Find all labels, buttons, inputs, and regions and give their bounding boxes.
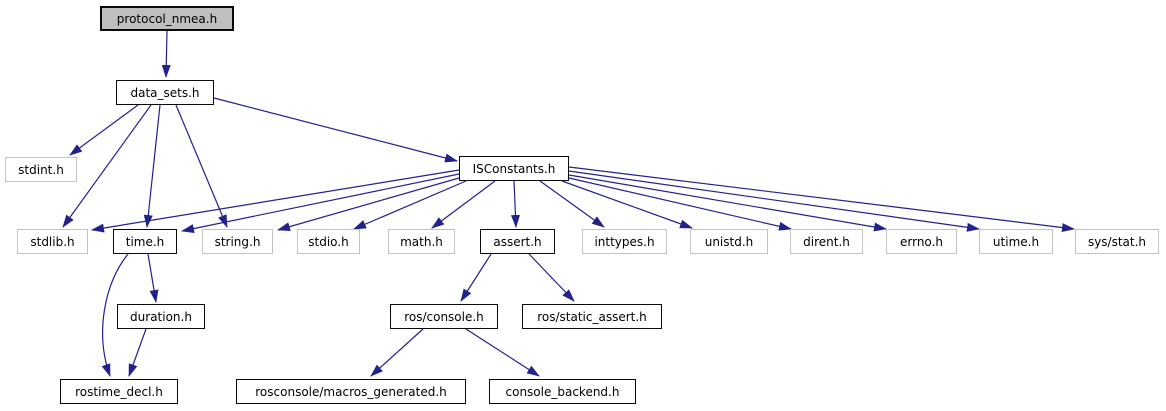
node-isconstants-h[interactable]: ISConstants.h [459,156,569,181]
edge-data-sets-h-to-stdint-h [69,104,139,156]
node-unistd-h: unistd.h [690,229,768,254]
node-errno-h: errno.h [886,229,957,254]
edge-duration-h-to-rostime-decl-h [128,328,147,377]
node-utime-h: utime.h [979,229,1053,254]
node-math-h: math.h [388,229,455,254]
edge-isconstants-h-to-dirent-h [568,177,792,231]
edge-time-h-to-duration-h [147,253,159,303]
edge-assert-h-to-ros-console-h [460,253,492,302]
edge-ros-console-h-to-rosconsole-macros-generated-h [370,328,424,377]
node-stdlib-h: stdlib.h [17,229,88,254]
edge-isconstants-h-to-assert-h [510,180,520,228]
node-string-h: string.h [202,229,273,254]
edge-time-h-to-rostime-decl-h [101,253,129,377]
edge-protocol-nmea-h-to-data-sets-h [161,30,171,78]
edge-isconstants-h-to-inttypes-h [539,180,605,228]
node-assert-h[interactable]: assert.h [480,229,555,254]
edge-data-sets-h-to-isconstants-h [213,97,458,163]
node-rostime-decl-h[interactable]: rostime_decl.h [60,379,178,404]
node-sys-stat-h: sys/stat.h [1075,229,1159,254]
edge-isconstants-h-to-stdio-h [353,180,467,230]
edge-assert-h-to-ros-static-assert-h [528,253,575,302]
node-duration-h[interactable]: duration.h [117,304,205,329]
edge-isconstants-h-to-time-h [181,173,460,233]
edge-isconstants-h-to-errno-h [568,174,887,232]
edge-data-sets-h-to-stdlib-h [62,104,152,228]
node-protocol-nmea-h: protocol_nmea.h [100,6,234,31]
edge-ros-console-h-to-console-backend-h [465,328,540,377]
node-ros-static-assert-h[interactable]: ros/static_assert.h [522,304,662,329]
edge-isconstants-h-to-string-h [277,177,460,232]
edge-isconstants-h-to-math-h [431,180,496,229]
edge-isconstants-h-to-utime-h [568,170,980,232]
node-inttypes-h: inttypes.h [582,229,667,254]
edge-isconstants-h-to-unistd-h [561,180,693,229]
node-rosconsole-macros-generated-h[interactable]: rosconsole/macros_generated.h [236,379,466,404]
edge-isconstants-h-to-stdlib-h [91,169,460,233]
node-stdint-h: stdint.h [5,157,77,182]
node-data-sets-h[interactable]: data_sets.h [116,80,214,105]
node-time-h[interactable]: time.h [113,229,177,254]
edge-data-sets-h-to-string-h [175,104,228,228]
node-ros-console-h[interactable]: ros/console.h [390,304,498,329]
edge-data-sets-h-to-time-h [143,104,161,228]
node-console-backend-h[interactable]: console_backend.h [489,379,636,404]
node-dirent-h: dirent.h [790,229,863,254]
node-stdio-h: stdio.h [297,229,360,254]
edge-isconstants-h-to-sys-stat-h [568,166,1075,233]
